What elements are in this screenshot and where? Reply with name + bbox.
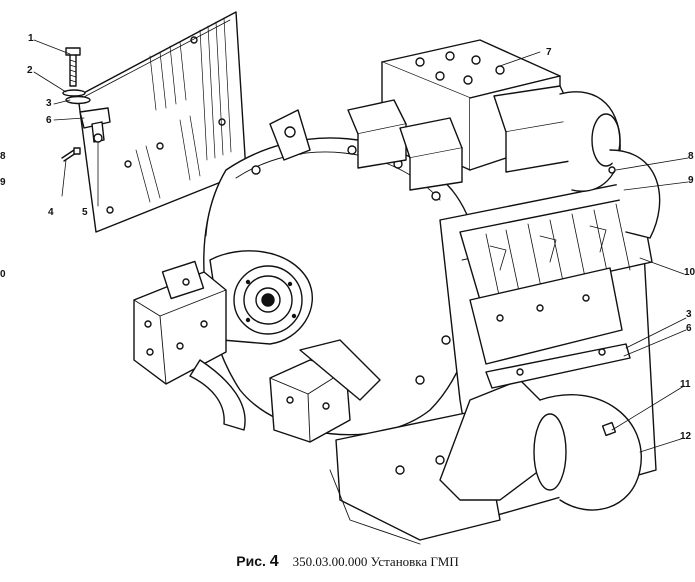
- callout-3-right: 3: [686, 309, 692, 320]
- air-duct: [439, 343, 642, 511]
- callout-10: 10: [684, 267, 695, 278]
- callout-1: 1: [28, 33, 34, 44]
- figure-number: 4: [269, 553, 279, 570]
- hydraulic-pump-lower: [269, 339, 381, 443]
- hydraulic-pump-left: [133, 260, 246, 431]
- leader-lines: [33, 39, 689, 453]
- valve-block: [347, 39, 661, 239]
- callout-3: 3: [46, 98, 52, 109]
- callout-8: 8: [688, 151, 694, 162]
- callout-9-left-cropped: 9: [0, 177, 6, 188]
- figure-caption: Рис. 4 350.03.00.000 Установка ГМП: [0, 553, 695, 571]
- figure-label: Рис. 4: [236, 553, 279, 570]
- callout-5: 5: [82, 207, 88, 218]
- mounting-plate-detail: [61, 11, 247, 233]
- figure-label-text: Рис.: [236, 553, 266, 569]
- callout-9: 9: [688, 175, 694, 186]
- callout-10-left-cropped: 0: [0, 269, 6, 280]
- output-flange: [209, 250, 313, 345]
- figure-title: 350.03.00.000 Установка ГМП: [292, 554, 459, 569]
- callout-12: 12: [680, 431, 692, 442]
- callout-6: 6: [46, 115, 52, 126]
- callout-2: 2: [27, 65, 33, 76]
- callout-8-left-cropped: 8: [0, 151, 6, 162]
- callout-4: 4: [48, 207, 54, 218]
- callout-6-right: 6: [686, 323, 692, 334]
- callout-7: 7: [546, 47, 552, 58]
- callout-11: 11: [680, 379, 691, 390]
